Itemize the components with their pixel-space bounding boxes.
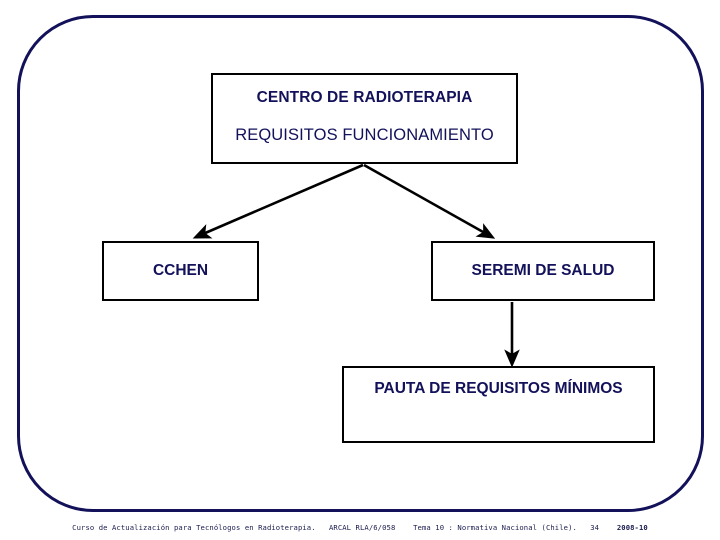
footer-space-4 [604,523,613,532]
node-cchen[interactable]: CCHEN [102,241,259,301]
footer-project-code: ARCAL RLA/6/058 [328,523,396,532]
slide-rounded-border [17,15,704,512]
node-pauta-label: PAUTA DE REQUISITOS MÍNIMOS [374,380,623,397]
node-title-line-1: CENTRO DE RADIOTERAPIA [256,89,473,106]
footer-space-2 [400,523,409,532]
footer-space-1 [320,523,324,532]
node-pauta-de-requisitos-minimos[interactable]: PAUTA DE REQUISITOS MÍNIMOS [342,366,655,443]
slide-footer: Curso de Actualización para Tecnólogos e… [0,523,720,532]
footer-course: Curso de Actualización para Tecnólogos e… [72,523,316,532]
node-centro-de-radioterapia[interactable]: CENTRO DE RADIOTERAPIA REQUISITOS FUNCIO… [211,73,518,164]
footer-date: 2008-10 [616,523,648,532]
node-title-line-2: REQUISITOS FUNCIONAMIENTO [235,126,494,144]
node-cchen-label: CCHEN [152,262,209,279]
node-seremi-de-salud[interactable]: SEREMI DE SALUD [431,241,655,301]
footer-space-3 [581,523,585,532]
node-seremi-label: SEREMI DE SALUD [471,262,615,279]
footer-topic: Tema 10 : Normativa Nacional (Chile). [413,523,577,532]
footer-slide-number: 34 [590,523,600,532]
